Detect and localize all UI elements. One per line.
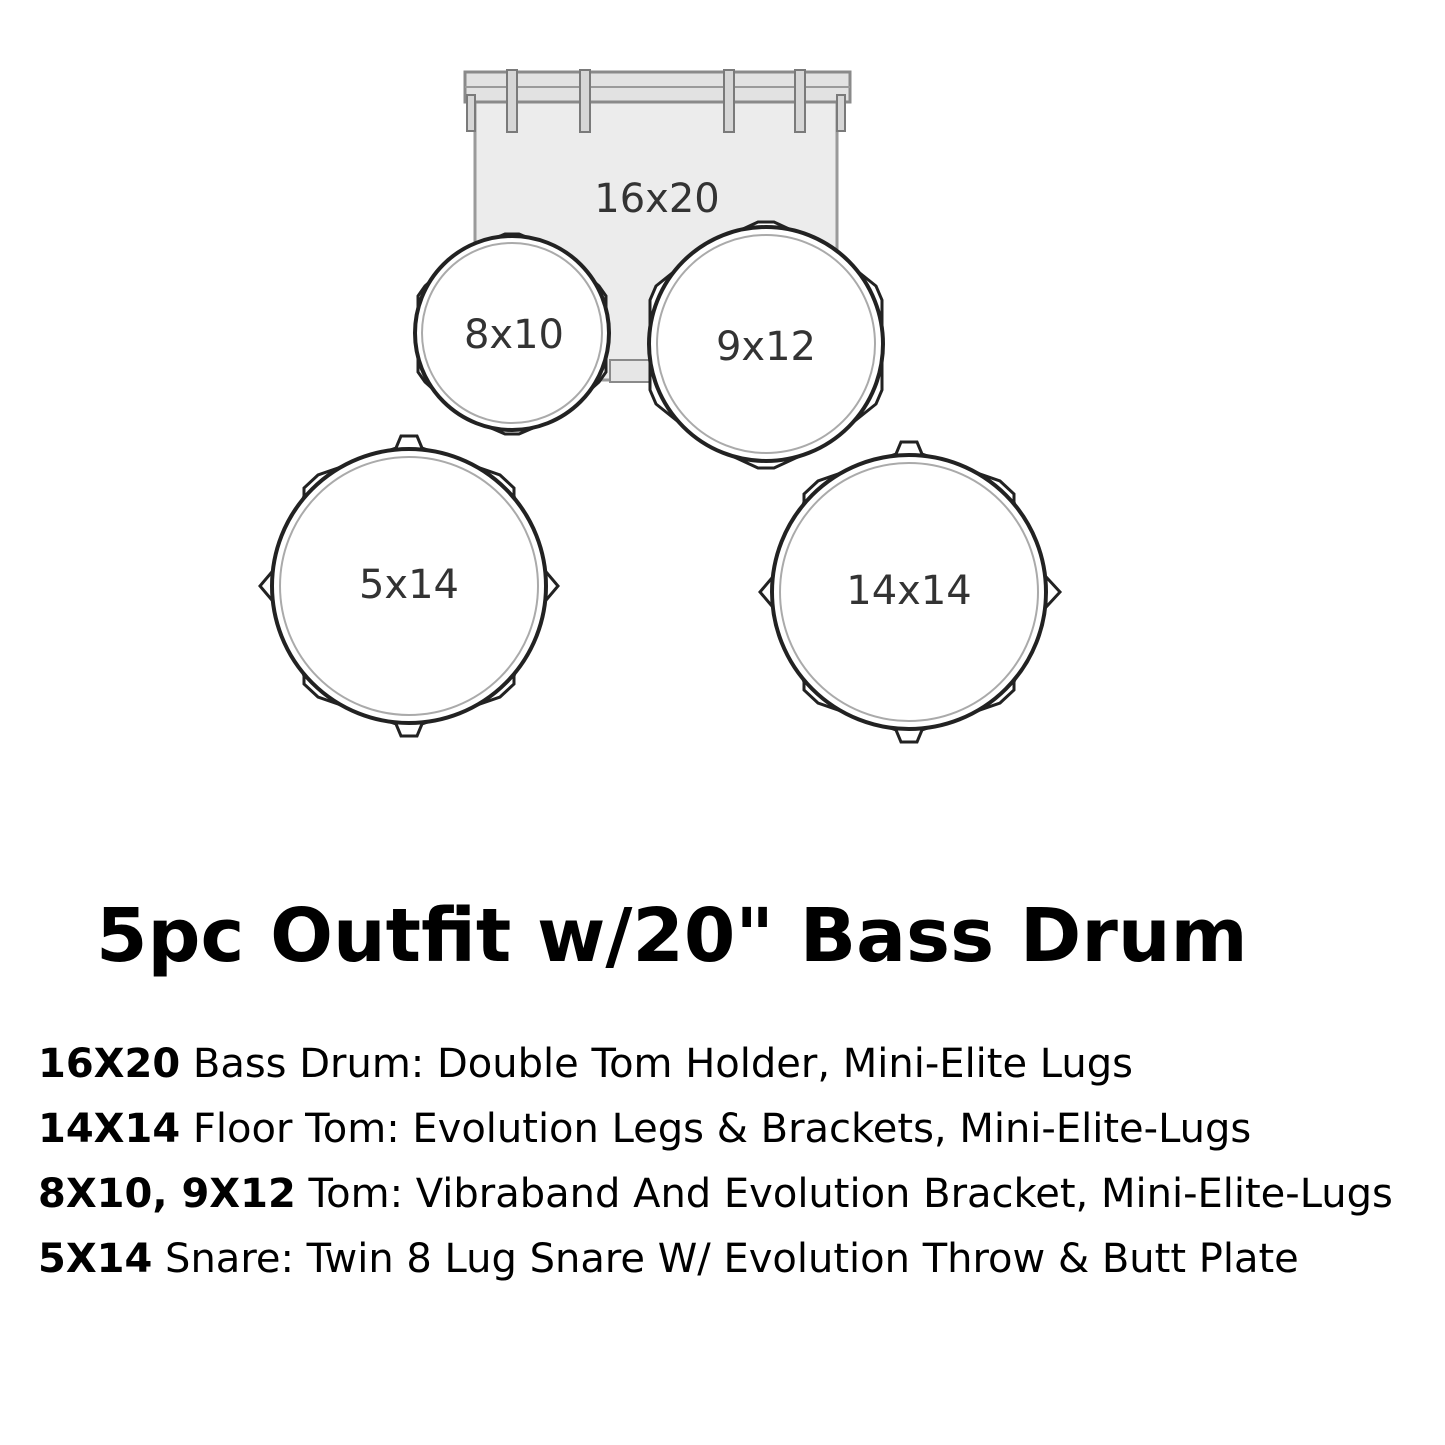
spec-list: 16X20 Bass Drum: Double Tom Holder, Mini…	[38, 1032, 1428, 1292]
small-tom: 8x10	[413, 232, 611, 436]
spec-item-toms: 8X10, 9X12 Tom: Vibraband And Evolution …	[38, 1162, 1428, 1227]
drum-kit-diagram: 16x20 8x10 9x12 5x14 14x14	[258, 69, 1063, 744]
bass-drum-label: 16x20	[594, 176, 719, 222]
outfit-title: 5pc Outfit w/20" Bass Drum	[96, 893, 1248, 979]
small-tom-label: 8x10	[464, 312, 564, 358]
bass-drum-lugs	[466, 69, 846, 133]
spec-size: 16X20	[38, 1041, 181, 1087]
small-tom-hoop	[413, 234, 611, 432]
spec-description: Tom: Vibraband And Evolution Bracket, Mi…	[295, 1171, 1393, 1217]
spec-size: 14X14	[38, 1106, 181, 1152]
spec-description: Bass Drum: Double Tom Holder, Mini-Elite…	[180, 1041, 1133, 1087]
floor-tom: 14x14	[758, 440, 1063, 744]
floor-tom-label: 14x14	[846, 568, 971, 614]
spec-size: 5X14	[38, 1236, 153, 1282]
snare-drum: 5x14	[258, 434, 560, 738]
spec-item-snare: 5X14 Snare: Twin 8 Lug Snare W/ Evolutio…	[38, 1227, 1428, 1292]
snare-label: 5x14	[359, 562, 459, 608]
snare-hoop	[270, 447, 548, 725]
floor-tom-hoop	[770, 453, 1048, 731]
large-tom-hoop	[647, 225, 885, 463]
spec-description: Snare: Twin 8 Lug Snare W/ Evolution Thr…	[152, 1236, 1299, 1282]
spec-item-floor-tom: 14X14 Floor Tom: Evolution Legs & Bracke…	[38, 1097, 1428, 1162]
spec-size: 8X10, 9X12	[38, 1171, 296, 1217]
spec-description: Floor Tom: Evolution Legs & Brackets, Mi…	[180, 1106, 1252, 1152]
large-tom: 9x12	[647, 220, 885, 470]
spec-item-bass-drum: 16X20 Bass Drum: Double Tom Holder, Mini…	[38, 1032, 1428, 1097]
large-tom-label: 9x12	[716, 324, 816, 370]
